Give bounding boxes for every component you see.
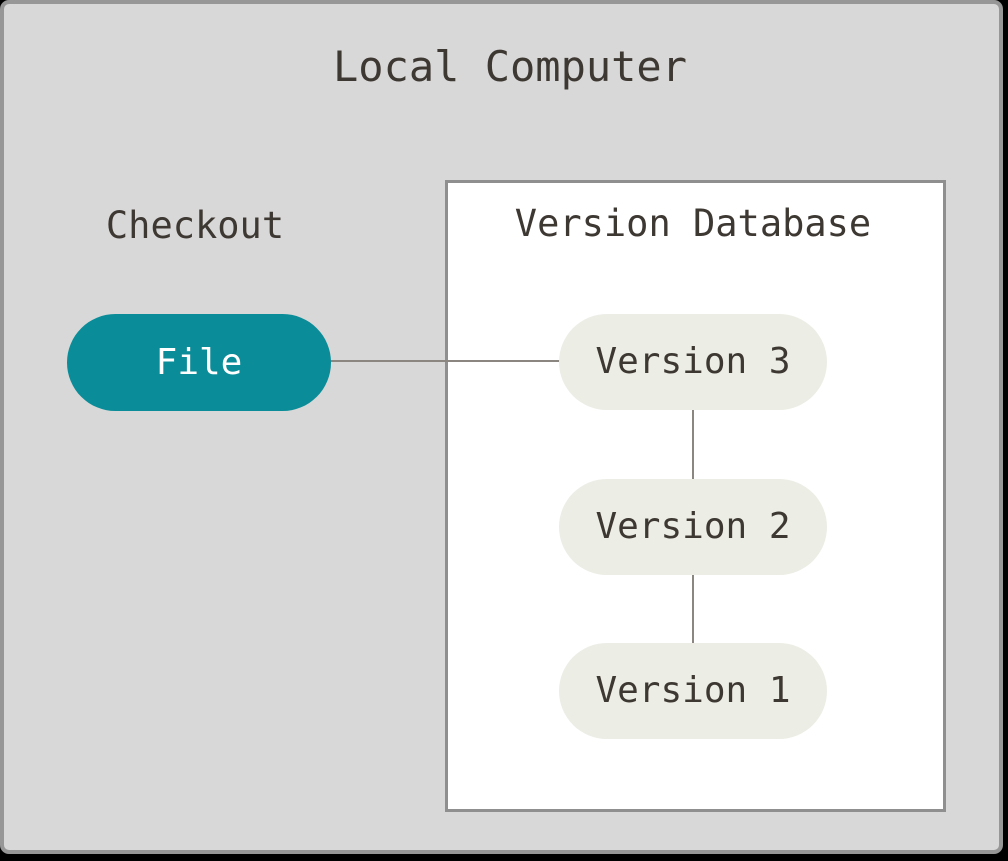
version-node-3: Version 3	[559, 314, 827, 410]
version-database-title: Version Database	[514, 202, 872, 245]
version-node-3-label: Version 3	[595, 341, 791, 382]
version-node-2: Version 2	[559, 479, 827, 575]
connector-version2-to-version1	[692, 574, 694, 644]
connector-file-to-version3	[324, 360, 564, 362]
version-node-1: Version 1	[559, 643, 827, 739]
version-node-1-label: Version 1	[595, 670, 791, 711]
connector-version3-to-version2	[692, 408, 694, 480]
checkout-label: Checkout	[105, 204, 285, 247]
file-node-label: File	[155, 341, 243, 383]
file-node: File	[67, 314, 331, 411]
version-node-2-label: Version 2	[595, 506, 791, 547]
diagram-title: Local Computer	[332, 42, 688, 91]
